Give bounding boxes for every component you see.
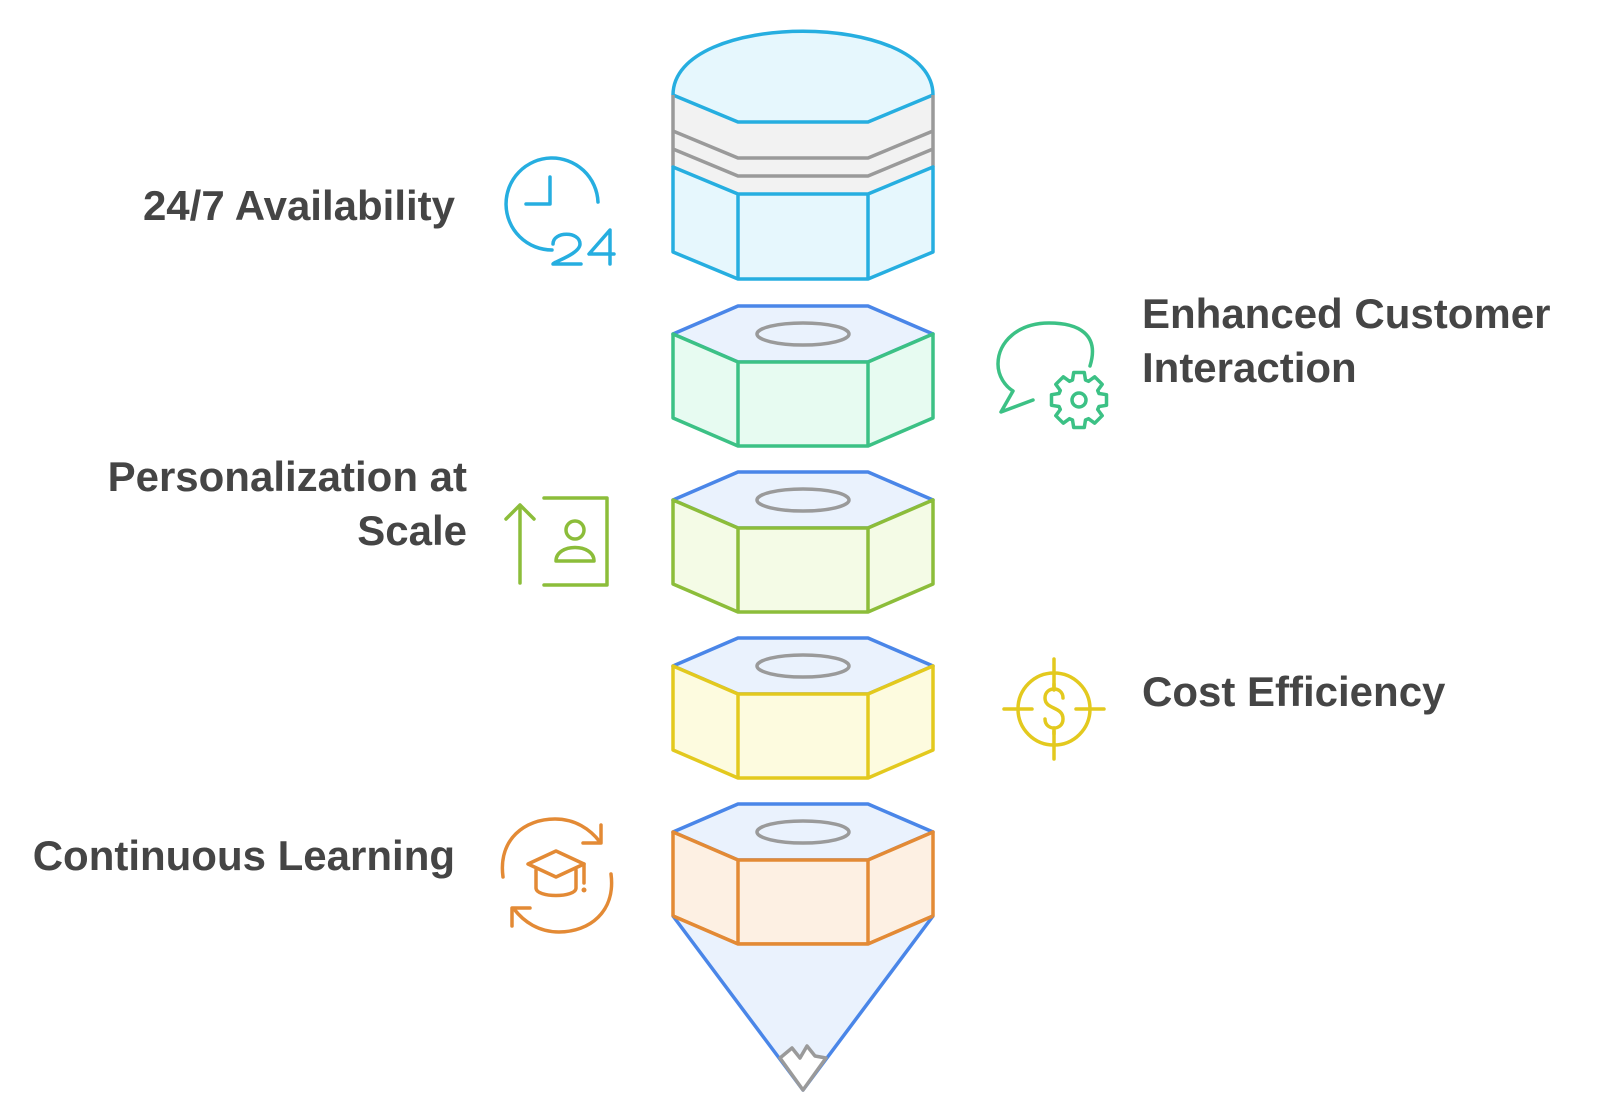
user-upgrade-icon xyxy=(504,496,609,587)
cap-dome xyxy=(671,29,935,96)
label-cost-line-1: Cost Efficiency xyxy=(1142,668,1446,715)
tip-rim xyxy=(672,914,934,946)
icon-layer xyxy=(500,156,1109,934)
pencil-segment-interaction xyxy=(671,304,935,448)
tassel-dot xyxy=(581,887,587,893)
cap-band xyxy=(673,95,933,194)
label-learning: Continuous Learning xyxy=(33,829,455,883)
pencil-segment-cost xyxy=(671,636,935,780)
cap-band-line-2 xyxy=(672,147,934,178)
segment-hole xyxy=(755,487,851,513)
label-personalization: Personalization at Scale xyxy=(108,450,467,558)
pencil-cap xyxy=(671,29,935,281)
segment-hole xyxy=(755,321,851,347)
label-cost: Cost Efficiency xyxy=(1142,665,1445,719)
cap-band-top xyxy=(672,93,934,124)
pencil-tip xyxy=(671,914,935,1092)
tip-lead xyxy=(778,1044,828,1092)
graduation-cycle-icon xyxy=(500,817,614,934)
cap-band-line-1 xyxy=(672,129,934,160)
segment-hole xyxy=(755,819,851,845)
pencil-segment-learning xyxy=(671,802,935,946)
pencil-segment-personalization xyxy=(671,470,935,614)
chat-gear-icon xyxy=(996,321,1109,430)
pencil-stack xyxy=(671,29,935,1092)
label-availability-line-1: 24/7 Availability xyxy=(142,182,455,229)
label-personalization-line-2: Scale xyxy=(357,507,467,554)
dollar-target-icon xyxy=(1002,657,1106,761)
tip-cone xyxy=(673,916,933,1090)
label-learning-line-1: Continuous Learning xyxy=(32,832,455,879)
label-personalization-line-1: Personalization at xyxy=(107,453,467,500)
label-availability: 24/7 Availability xyxy=(143,179,455,233)
segment-hole xyxy=(755,653,851,679)
label-interaction-line-2: Interaction xyxy=(1142,344,1357,391)
clock-24-icon xyxy=(504,156,616,266)
label-interaction: Enhanced Customer Interaction xyxy=(1142,287,1550,395)
label-interaction-line-1: Enhanced Customer xyxy=(1142,290,1551,337)
